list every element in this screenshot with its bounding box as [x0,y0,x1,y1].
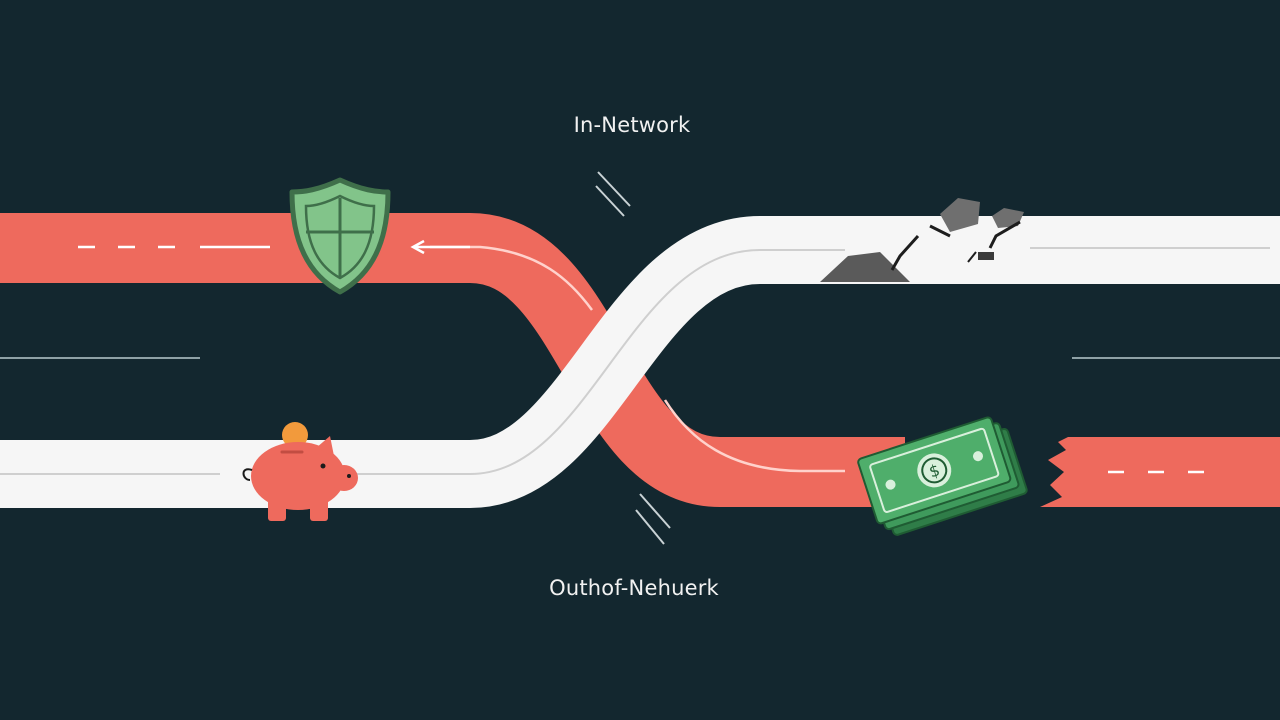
coin-icon [282,422,308,448]
white-lane-curve [330,249,845,475]
white-road [0,216,1280,508]
direction-arrow-icon [410,239,470,255]
shield-icon [289,177,391,295]
out-of-network-label: Outhof-Nehuerk [549,576,719,600]
motion-lines-bottom [635,493,671,545]
money-stack-icon: $ [857,416,1028,536]
rock-debris-icon [820,198,1024,282]
in-network-label: In-Network [573,113,691,137]
piggy-bank-icon [242,422,358,521]
motion-lines-top [595,171,631,217]
red-lane-curve [430,245,594,311]
red-lane-curve-lower [663,399,845,473]
